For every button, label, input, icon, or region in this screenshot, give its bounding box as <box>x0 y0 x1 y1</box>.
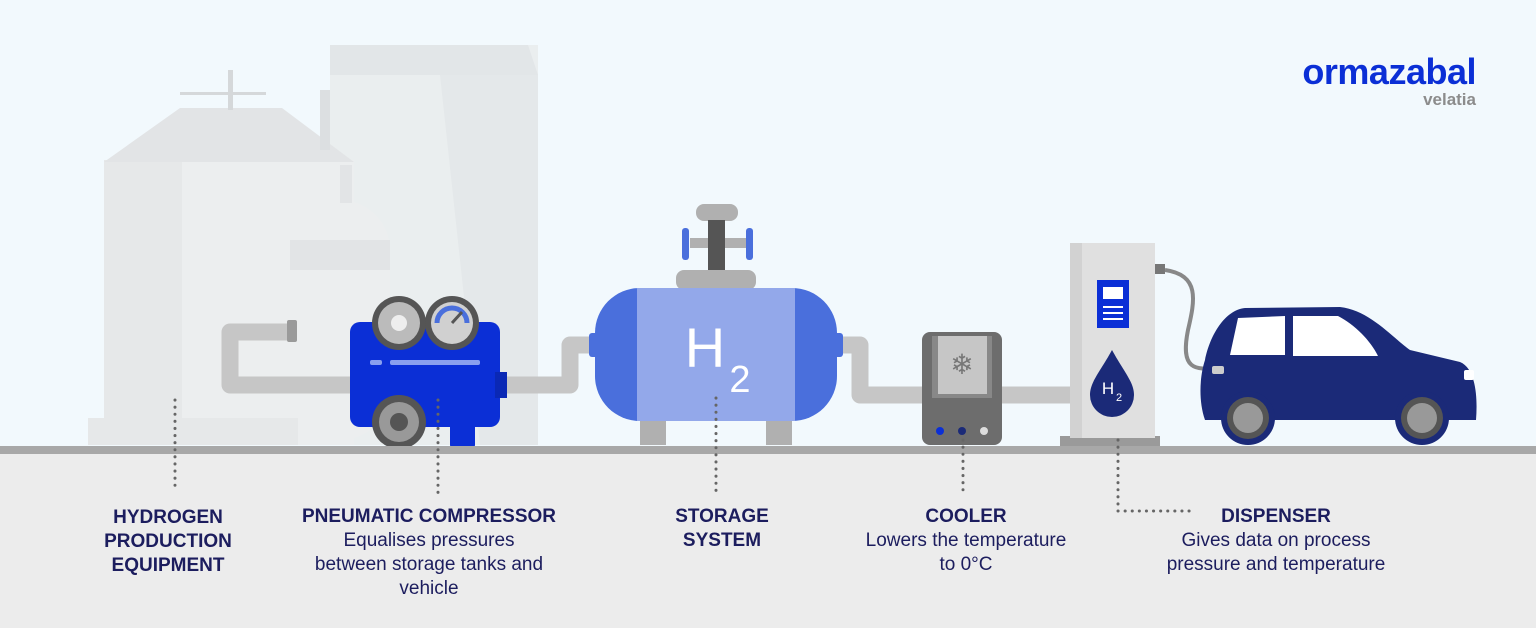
stage-description: pressure and temperature <box>1166 554 1386 575</box>
dispenser: H 2 <box>1060 243 1219 446</box>
stage-title: PNEUMATIC COMPRESSOR <box>301 506 557 527</box>
stage-description: vehicle <box>399 578 459 599</box>
car <box>1200 307 1477 445</box>
label-hydrogen-production: HYDROGEN PRODUCTION EQUIPMENT <box>104 506 232 578</box>
svg-text:2: 2 <box>729 359 750 401</box>
tank-h2-text: H <box>685 316 725 379</box>
stage-description: Equalises pressures <box>343 530 515 551</box>
label-pneumatic-compressor: PNEUMATIC COMPRESSOR Equalises pressures… <box>302 505 556 601</box>
hydrogen-drop-icon <box>1090 350 1134 417</box>
stage-title: STORAGE <box>675 506 769 527</box>
svg-text:2: 2 <box>1116 392 1122 404</box>
snowflake-icon: ❄ <box>950 349 973 380</box>
stage-description: between storage tanks and <box>314 554 544 575</box>
stage-description: Lowers the temperature <box>865 530 1067 551</box>
stage-title: SYSTEM <box>682 530 762 551</box>
pipes <box>221 323 1070 404</box>
label-cooler: COOLER Lowers the temperature to 0°C <box>866 505 1067 577</box>
stage-title: PRODUCTION <box>104 531 232 552</box>
logo-sub: velatia <box>1423 90 1476 109</box>
cooler-unit: ❄ <box>922 332 1002 445</box>
ground-line <box>0 446 1536 454</box>
stage-description: to 0°C <box>939 554 993 575</box>
ormazabal-logo: ormazabal velatia <box>1288 51 1476 109</box>
storage-tank: H 2 <box>589 204 843 445</box>
stage-title: COOLER <box>925 506 1007 527</box>
stage-title: EQUIPMENT <box>111 555 225 576</box>
stage-description: Gives data on process <box>1181 530 1371 551</box>
pneumatic-compressor <box>350 296 507 449</box>
ground-area <box>0 452 1536 628</box>
stage-title: HYDROGEN <box>113 507 223 528</box>
stage-title: DISPENSER <box>1221 506 1331 527</box>
label-dispenser: DISPENSER Gives data on process pressure… <box>1167 505 1386 577</box>
label-storage-system: STORAGE SYSTEM <box>675 505 769 553</box>
leader-lines <box>173 396 1197 513</box>
svg-text:H: H <box>1102 379 1114 398</box>
logo-brand: ormazabal <box>1302 51 1476 92</box>
